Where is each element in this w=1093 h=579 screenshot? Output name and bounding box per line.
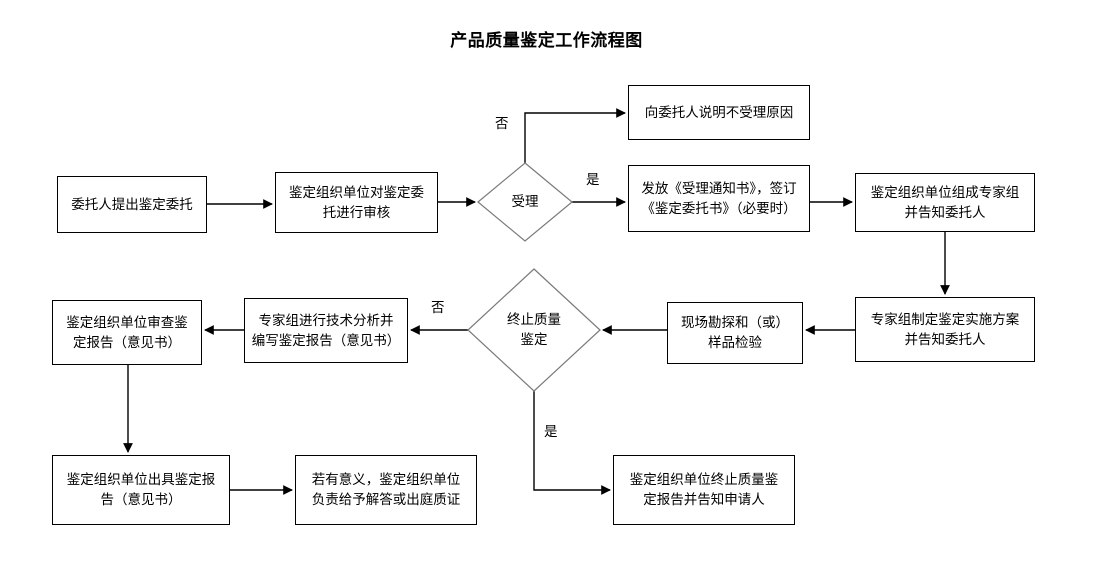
page-title: 产品质量鉴定工作流程图: [450, 31, 643, 50]
edge-label-accept-yes: 是: [586, 172, 600, 187]
edge-d1-n3-no: [524, 108, 626, 163]
node-expert-group-plan[interactable]: 专家组制定鉴定实施方案 并告知委托人: [855, 297, 1035, 362]
node-site-survey-sample-test[interactable]: 现场勘探和（或） 样品检验: [667, 302, 803, 364]
decision-accept-shape: [477, 162, 573, 242]
node-answer-or-testify[interactable]: 若有意义，鉴定组织单位 负责给予解答或出庭质证: [295, 455, 477, 525]
node-form-expert-group[interactable]: 鉴定组织单位组成专家组 并告知委托人: [855, 173, 1035, 232]
edge-label-terminate-no: 否: [431, 300, 445, 315]
node-entrust-request[interactable]: 委托人提出鉴定委托: [57, 176, 207, 233]
node-review-entrust[interactable]: 鉴定组织单位对鉴定委 托进行审核: [275, 172, 438, 233]
node-issue-acceptance-notice[interactable]: 发放《受理通知书》，签订 《鉴定委托书》（必要时）: [628, 165, 810, 232]
edge-label-terminate-yes: 是: [544, 424, 558, 439]
edge-d2-n12-yes: [533, 391, 611, 495]
node-review-report[interactable]: 鉴定组织单位审查鉴 定报告（意见书）: [52, 300, 202, 365]
node-technical-analysis-report[interactable]: 专家组进行技术分析并 编写鉴定报告（意见书）: [244, 298, 408, 363]
decision-terminate-shape: [467, 268, 601, 392]
edge-label-accept-no: 否: [495, 116, 509, 131]
node-explain-rejection[interactable]: 向委托人说明不受理原因: [628, 85, 810, 140]
node-issue-report[interactable]: 鉴定组织单位出具鉴定报 告（意见书）: [52, 455, 230, 525]
node-terminate-report[interactable]: 鉴定组织单位终止质量鉴 定报告并告知申请人: [613, 455, 795, 525]
